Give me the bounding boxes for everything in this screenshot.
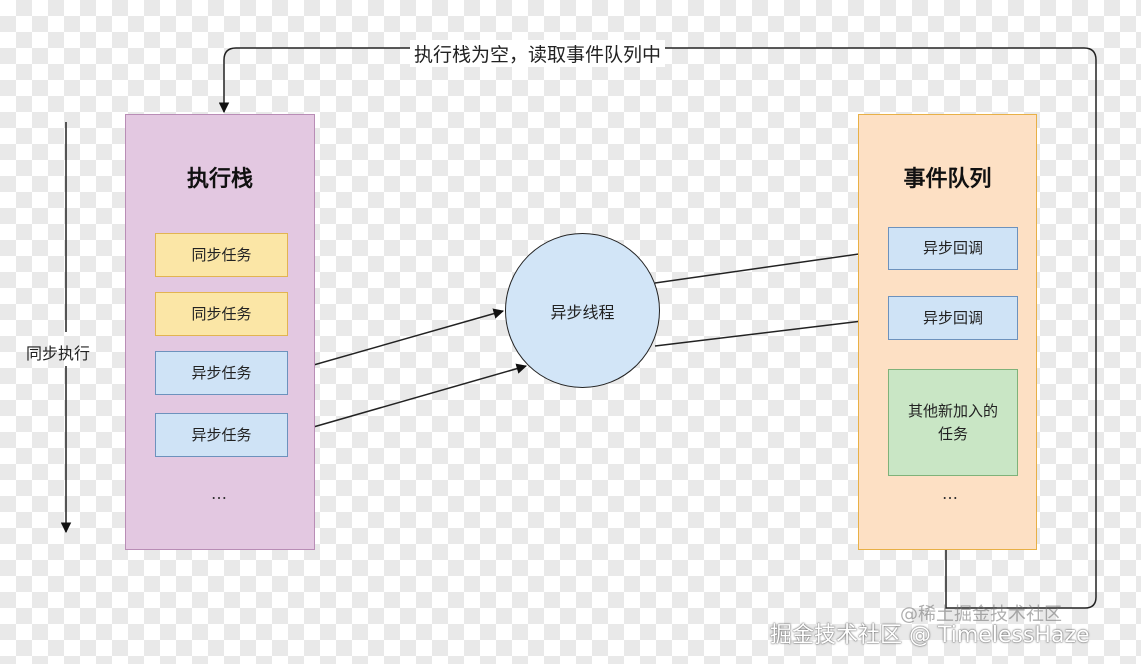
sync-task-2: 同步任务 [155,292,288,336]
sync-task-1: 同步任务 [155,233,288,277]
arrow-async-task-1-to-thread [288,308,505,373]
async-callback-1: 异步回调 [888,227,1018,270]
async-thread-circle: 异步线程 [505,233,660,388]
watermark-faint: @稀土掘金技术社区 [900,604,1062,625]
arrow-thread-to-callback-2 [654,313,889,347]
arrow-async-task-2-to-thread [288,363,528,435]
arrow-thread-to-callback-1 [654,246,889,284]
async-callback-2: 异步回调 [888,296,1018,340]
execution-stack-title: 执行栈 [186,167,253,192]
sync-execution-label: 同步执行 [26,344,91,363]
other-new-task: 其他新加入的任务 [888,369,1018,476]
loop-arrow [218,47,1097,609]
watermark-main: 掘金技术社区 @ TimelessHaze [770,623,1090,648]
async-task-1: 异步任务 [155,351,288,395]
loop-label: 执行栈为空，读取事件队列中 [410,40,666,67]
stack-ellipsis: … [211,484,227,503]
queue-ellipsis: … [942,484,958,503]
async-task-2: 异步任务 [155,413,288,457]
event-queue-title: 事件队列 [903,167,992,192]
